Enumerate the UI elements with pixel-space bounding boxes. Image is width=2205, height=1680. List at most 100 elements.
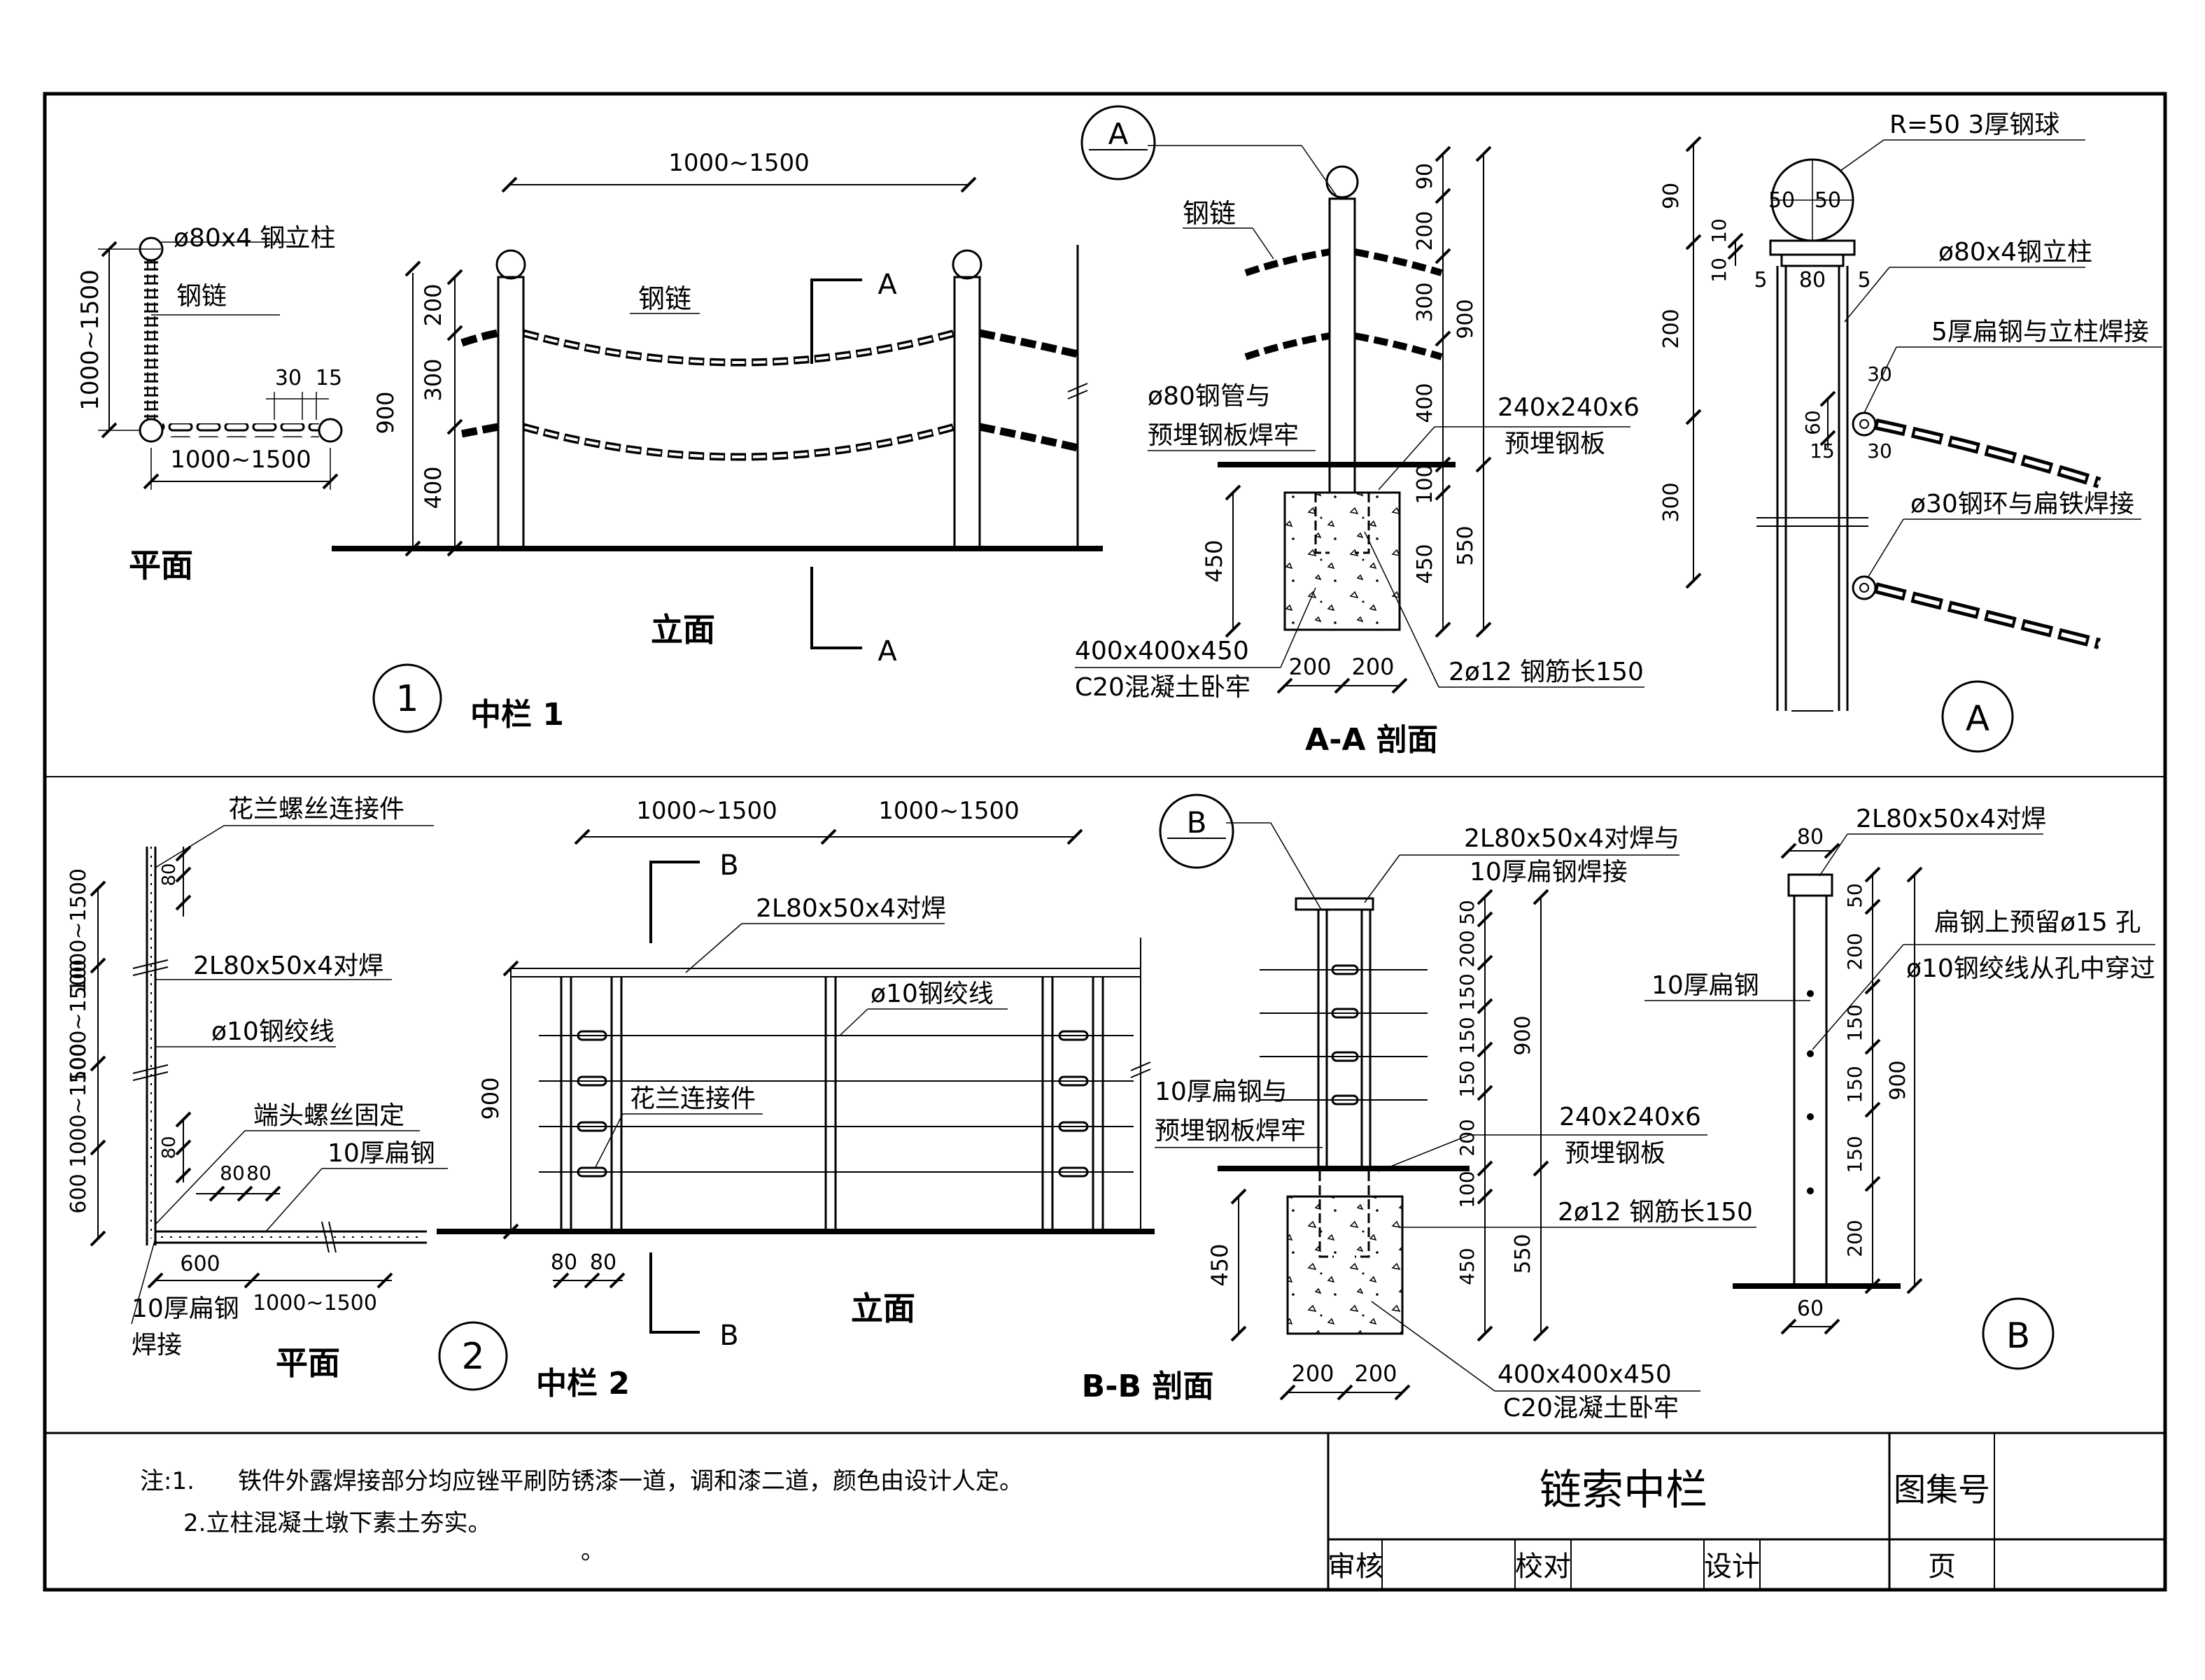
detail-a-d200: 200 <box>1659 309 1684 348</box>
detail-a-d50-a: 50 <box>1768 188 1795 213</box>
bplan-span-a: 1000~1500 <box>66 868 91 993</box>
aa-d200-a: 200 <box>1288 654 1331 680</box>
bb-mark: B <box>1187 805 1207 840</box>
detail-b-d200-a: 200 <box>1843 933 1866 970</box>
bb-d200-v2: 200 <box>1456 1119 1479 1156</box>
aa-rebar: 2ø12 钢筋长150 <box>1449 658 1644 686</box>
bplan-flat-weld-l2: 焊接 <box>132 1331 182 1360</box>
plan-post-label: ø80x4 钢立柱 <box>174 224 336 253</box>
detail-b-d900: 900 <box>1886 1060 1910 1100</box>
aa-mark: A <box>1108 117 1129 151</box>
bb-title: B-B 剖面 <box>1082 1369 1214 1404</box>
bottom-elevation: 1000~1500 1000~1500 900 80 80 2L80x50x4对… <box>437 797 1155 1402</box>
aa-title: A-A 剖面 <box>1305 722 1438 758</box>
note-line-1: 铁件外露焊接部分均应锉平刷防锈漆一道，调和漆二道，颜色由设计人定。 <box>238 1467 1023 1495</box>
bb-d200-a: 200 <box>1291 1360 1334 1387</box>
detail-b-d60: 60 <box>1797 1297 1824 1321</box>
aa-found-l2: C20混凝土卧牢 <box>1075 673 1251 702</box>
belev-angle: 2L80x50x4对焊 <box>756 894 946 923</box>
aa-found-l1: 400x400x450 <box>1075 637 1249 665</box>
detail-a-mark: A <box>1966 698 1989 739</box>
page-label: 页 <box>1928 1551 1956 1583</box>
bb-found-l1: 400x400x450 <box>1498 1360 1672 1389</box>
detail-a-d60: 60 <box>1801 410 1824 435</box>
belev-d80-a: 80 <box>551 1250 577 1275</box>
aa-d300: 300 <box>1413 282 1437 322</box>
detail-a-d30-a: 30 <box>1867 362 1892 386</box>
detail-a-d50-b: 50 <box>1815 188 1841 213</box>
detail-b-d150-b: 150 <box>1843 1066 1866 1103</box>
bb-plate-l1: 240x240x6 <box>1559 1103 1701 1131</box>
bottom-plan-title: 平面 <box>276 1344 340 1382</box>
belev-cable: ø10钢绞线 <box>871 980 994 1008</box>
bb-plate-l2: 预埋钢板 <box>1565 1139 1665 1168</box>
detail-b-mark: B <box>2006 1315 2030 1356</box>
elev-d200: 200 <box>420 283 446 326</box>
detail-b-d200-b: 200 <box>1843 1220 1866 1257</box>
detail-b-d80: 80 <box>1797 825 1824 849</box>
bottom-plan: 1000~1500 1000~1500 1000~1500 600 600 10… <box>66 795 448 1382</box>
bb-d50: 50 <box>1456 900 1479 925</box>
aa-d550: 550 <box>1453 525 1478 565</box>
detail-b: 80 60 2L80x50x4对焊 扁钢上预留ø15 孔 ø10钢绞线从孔中穿过… <box>1644 805 2155 1370</box>
aa-chain-label: 钢链 <box>1183 198 1236 229</box>
detail-a-d5-a: 5 <box>1754 268 1767 292</box>
detail-a-post: ø80x4钢立柱 <box>1938 238 2092 267</box>
atlas-number-label: 图集号 <box>1894 1471 1990 1509</box>
bb-d450-left: 450 <box>1206 1243 1233 1286</box>
top-plan: 1000~1500 1000~1500 ø80x4 钢立柱 钢链 30 15 平… <box>76 224 343 584</box>
aa-d450-right: 450 <box>1413 544 1437 584</box>
belev-d900: 900 <box>477 1077 504 1120</box>
bb-flat-l2: 预埋钢板焊牢 <box>1155 1117 1306 1145</box>
bplan-span-h: 1000~1500 <box>253 1291 377 1315</box>
badge-2-num: 2 <box>461 1336 484 1378</box>
bplan-cable: ø10钢绞线 <box>211 1017 334 1046</box>
badge-1-label: 中栏 1 <box>470 697 564 733</box>
aa-d200: 200 <box>1413 211 1437 250</box>
bplan-turnbuckle: 花兰螺丝连接件 <box>228 795 404 824</box>
bb-d900: 900 <box>1511 1015 1535 1055</box>
detail-a-d15: 15 <box>1810 439 1835 463</box>
top-plan-title: 平面 <box>129 546 193 584</box>
aa-plate-l1: 240x240x6 <box>1498 393 1640 422</box>
detail-b-d150-a: 150 <box>1843 1004 1866 1041</box>
belev-turnbuckle: 花兰连接件 <box>630 1085 756 1113</box>
belev-sec-b-bottom: B <box>719 1320 738 1352</box>
plan-chain-label: 钢链 <box>176 282 227 311</box>
top-elev-title: 立面 <box>651 611 715 649</box>
bb-d200-b: 200 <box>1354 1360 1397 1387</box>
bb-rebar: 2ø12 钢筋长150 <box>1558 1198 1753 1227</box>
bb-d150-a: 150 <box>1456 973 1479 1010</box>
aa-pipe-l2: 预埋钢板焊牢 <box>1148 421 1299 450</box>
bb-flat-l1: 10厚扁钢与 <box>1155 1078 1288 1106</box>
detail-a-d10-a: 10 <box>1707 218 1731 243</box>
bplan-span-c: 1000~1500 <box>66 1043 91 1168</box>
sheet-title: 链索中栏 <box>1540 1466 1707 1515</box>
section-bb: B 2L80x50x4对焊与 10厚扁钢焊接 10厚扁钢与 预埋钢板焊牢 <box>1082 793 1756 1423</box>
bplan-d80-a: 80 <box>220 1162 245 1185</box>
elev-sec-a-bottom: A <box>878 635 897 668</box>
bb-d100: 100 <box>1456 1171 1479 1208</box>
belev-sec-b-top: B <box>719 849 738 882</box>
check-label: 校对 <box>1515 1551 1571 1583</box>
bb-angle-l2: 10厚扁钢焊接 <box>1470 858 1628 887</box>
bplan-flat: 10厚扁钢 <box>327 1139 435 1168</box>
plan-d15: 15 <box>316 366 342 390</box>
detail-a: R=50 3厚钢球 ø80x4钢立柱 5厚扁钢与立柱焊接 ø30钢环与扁铁焊接 … <box>1659 111 2162 753</box>
detail-a-d5-b: 5 <box>1857 268 1871 292</box>
bb-found-l2: C20混凝土卧牢 <box>1503 1394 1679 1423</box>
aa-d900: 900 <box>1453 299 1478 339</box>
elev-d300: 300 <box>420 358 446 401</box>
detail-a-ring: ø30钢环与扁铁焊接 <box>1910 490 2134 518</box>
elev-chain-label: 钢链 <box>638 283 691 314</box>
note-line-2: 2.立柱混凝土墩下素土夯实。 <box>183 1509 491 1537</box>
detail-b-d50: 50 <box>1843 883 1866 908</box>
review-label: 审核 <box>1327 1551 1383 1583</box>
detail-a-d80: 80 <box>1799 268 1826 292</box>
aa-d400: 400 <box>1413 383 1437 423</box>
aa-d100: 100 <box>1413 464 1437 504</box>
top-elevation: 1000~1500 钢链 900 200 300 400 A A 立面 1 中栏… <box>332 149 1103 733</box>
belev-span-b: 1000~1500 <box>878 797 1020 825</box>
bplan-d80-c: 80 <box>159 863 180 886</box>
